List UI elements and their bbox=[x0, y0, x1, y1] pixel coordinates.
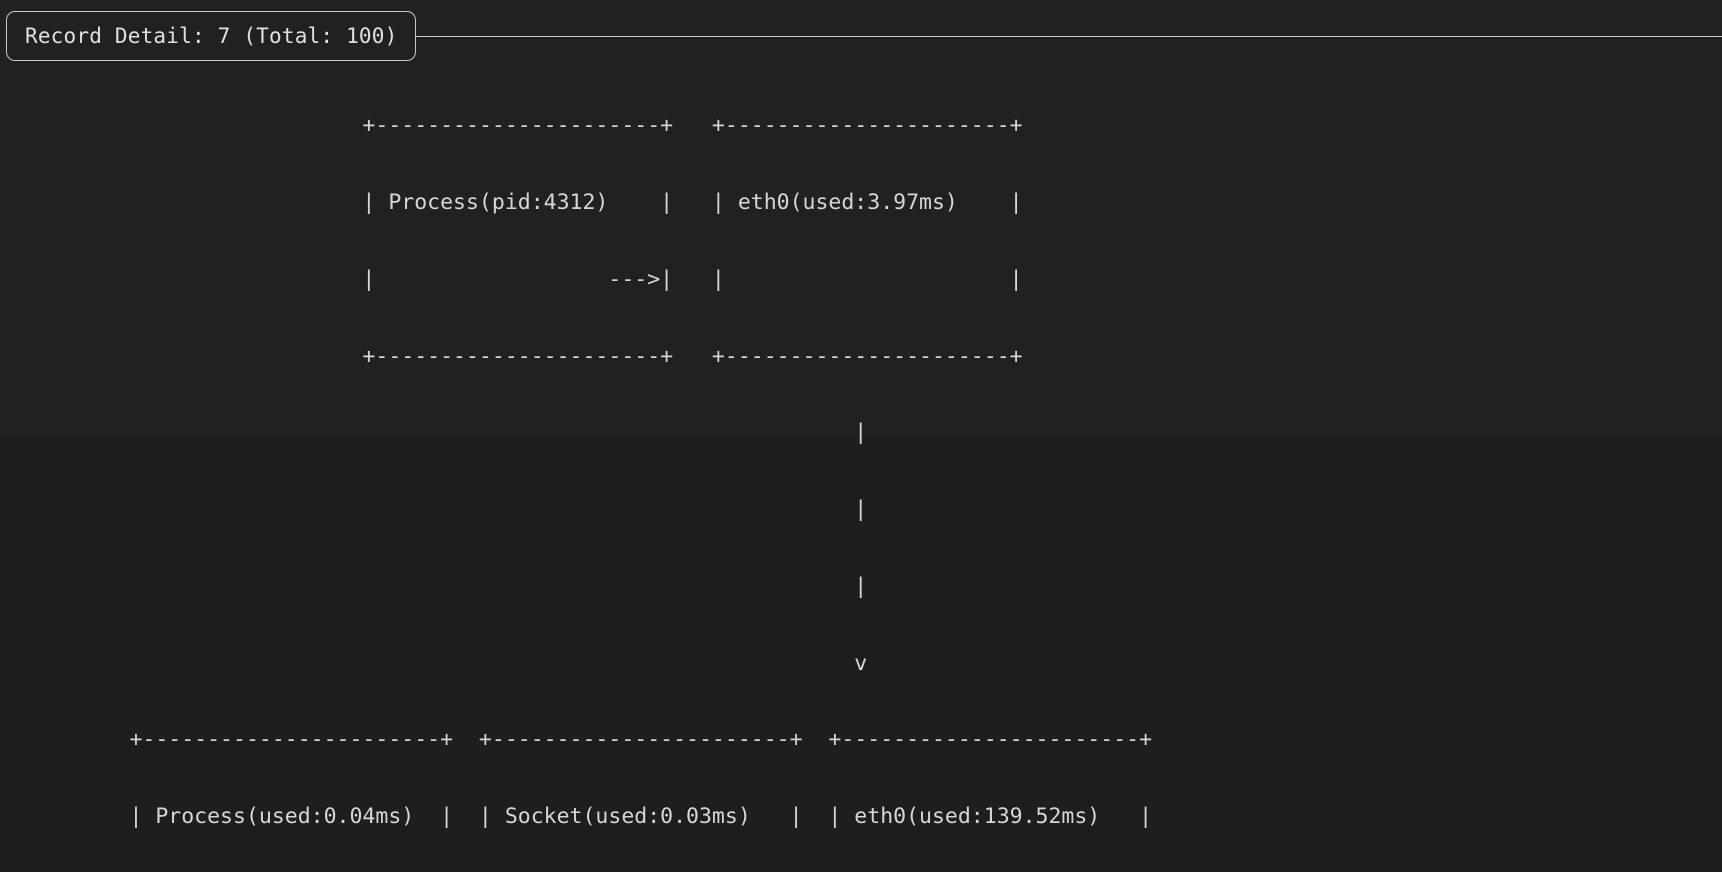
header-row: Record Detail: 7 (Total: 100) bbox=[0, 11, 1722, 63]
ascii-line: v bbox=[0, 650, 868, 676]
ascii-line: +----------------------+ +--------------… bbox=[0, 113, 1023, 139]
ascii-line: | bbox=[0, 497, 868, 523]
header-divider-line bbox=[400, 35, 1722, 37]
page-title: Record Detail: 7 (Total: 100) bbox=[25, 23, 398, 48]
ascii-line: | bbox=[0, 420, 868, 446]
ascii-line: | --->| | | bbox=[0, 266, 1023, 292]
ascii-line: | Process(used:0.04ms) | | Socket(used:0… bbox=[0, 804, 1153, 830]
ascii-line: | bbox=[0, 573, 868, 599]
ascii-line: +-----------------------+ +-------------… bbox=[0, 727, 1153, 753]
terminal-screen: Record Detail: 7 (Total: 100) +---------… bbox=[0, 11, 1722, 830]
ascii-diagram: +----------------------+ +--------------… bbox=[0, 62, 1722, 872]
record-detail-header-box[interactable]: Record Detail: 7 (Total: 100) bbox=[6, 11, 417, 61]
ascii-line: +----------------------+ +--------------… bbox=[0, 343, 1023, 369]
ascii-line: | Process(pid:4312) | | eth0(used:3.97ms… bbox=[0, 189, 1023, 215]
